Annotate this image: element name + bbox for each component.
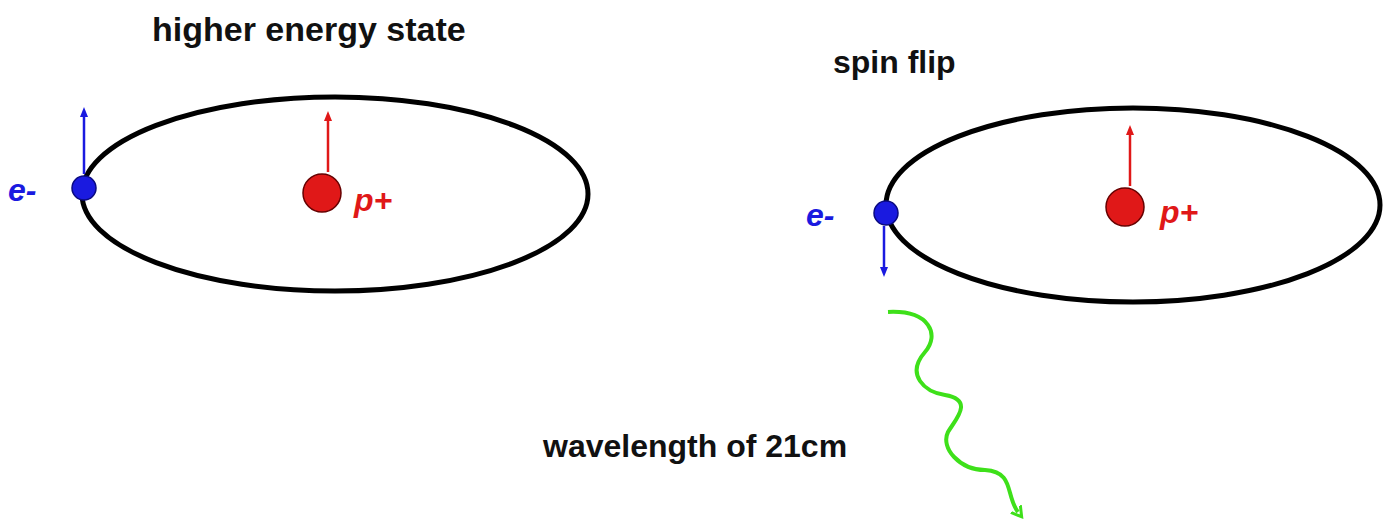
proton-spin-arrow (1129, 130, 1132, 186)
proton-label: p+ (1160, 196, 1198, 228)
electron-spin-arrow (83, 112, 86, 174)
wavelength-label: wavelength of 21cm (540, 428, 850, 464)
electron-label: e- (8, 174, 36, 206)
proton-dot (1106, 188, 1144, 226)
panel-heading: higher energy state (152, 12, 466, 46)
proton-dot (303, 174, 341, 212)
proton-label: p+ (354, 184, 392, 216)
orbit-ellipse (886, 108, 1380, 302)
orbit-ellipse (82, 97, 588, 291)
proton-spin-arrow (327, 116, 330, 172)
electron-spin-arrow (883, 226, 886, 272)
electron-dot (72, 176, 96, 200)
electron-dot (874, 201, 898, 225)
photon-wave (888, 312, 1018, 512)
panel-heading: spin flip (833, 46, 956, 78)
electron-label: e- (806, 199, 834, 231)
